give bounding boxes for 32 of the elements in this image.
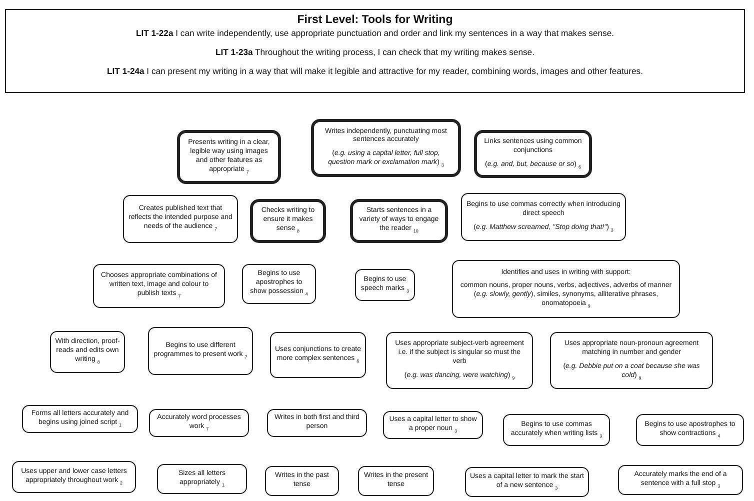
skill-box (452, 260, 680, 318)
skill-box (123, 195, 238, 243)
skill-box (93, 264, 225, 308)
skill-box (465, 467, 589, 497)
skill-box (12, 461, 136, 493)
title: First Level: Tools for Writing (297, 14, 453, 26)
skill-box (383, 411, 483, 439)
skill-box (157, 464, 247, 494)
skill-box (474, 130, 592, 178)
skill-box (350, 199, 448, 243)
skill-box (267, 409, 367, 437)
skill-box (250, 199, 326, 243)
skill-box (618, 465, 743, 495)
skill-box (22, 405, 138, 433)
skill-box (311, 119, 461, 177)
skill-box (50, 331, 125, 373)
outcome-statement: LIT 1-24a I can present my writing in a way that will make it legible and attractive for my reader, combining words, images and other features. (107, 66, 643, 76)
skill-box (242, 264, 316, 304)
skill-box (636, 414, 744, 446)
skill-box (550, 332, 713, 389)
skill-box (149, 409, 249, 437)
skill-box (265, 466, 339, 496)
skill-box (148, 327, 253, 375)
skill-box (461, 193, 626, 241)
outcome-statement: LIT 1-23a Throughout the writing process, I can check that my writing makes sense. (216, 47, 534, 57)
skill-box (355, 269, 415, 301)
skill-box (503, 414, 610, 446)
skill-box (386, 332, 533, 389)
skill-box (358, 466, 434, 496)
skill-box (177, 130, 281, 184)
skill-box (270, 332, 366, 378)
outcome-statement: LIT 1-22a I can write independently, use appropriate punctuation and order and link my sentences in a way that makes sense. (136, 28, 614, 38)
